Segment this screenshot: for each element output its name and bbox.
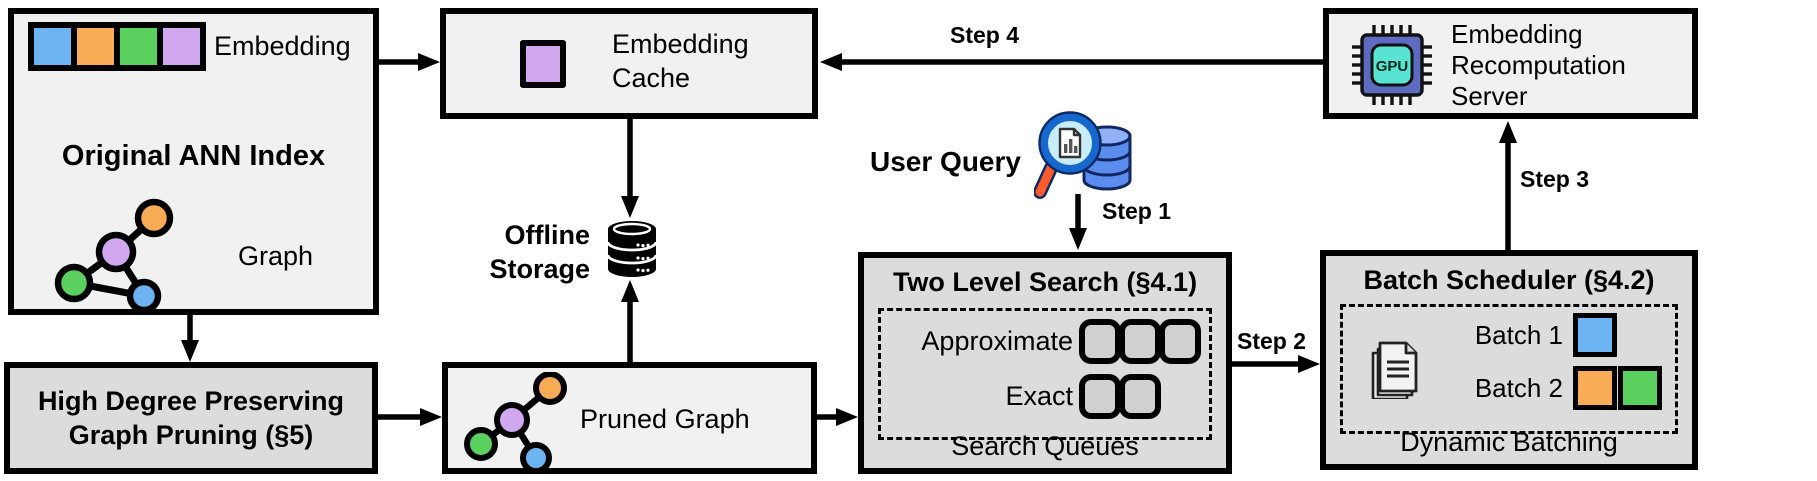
original-index-title: Original ANN Index: [61, 140, 326, 172]
embedding-vector-icon: [28, 22, 206, 71]
gpu-chip-icon: GPU: [1352, 25, 1432, 105]
q-slot: [1119, 319, 1161, 364]
exact-label: Exact: [1005, 381, 1073, 411]
server-line2: Recomputation: [1451, 50, 1626, 80]
server-line1: Embedding: [1451, 19, 1583, 49]
graph-pruning-line1: High Degree Preserving: [37, 386, 345, 416]
graph-label: Graph: [238, 241, 314, 271]
step-2-label: Step 2: [1237, 328, 1307, 354]
q-slot: [1079, 374, 1121, 419]
original-ann-index-box: Embedding Original ANN Index Graph: [8, 8, 379, 315]
embedding-cache-label: Embedding Cache: [612, 27, 749, 95]
graph-icon: [54, 198, 174, 311]
batch-rows: Batch 1 Batch 2: [1475, 313, 1663, 410]
embedding-cache-line2: Cache: [612, 63, 691, 93]
batch-1-query-blue: [1573, 313, 1617, 357]
batch-1-row: Batch 1: [1475, 313, 1663, 357]
batch-scheduler-box: Batch Scheduler (§4.2) Batch 1: [1320, 250, 1698, 470]
batch-2-squares: [1573, 366, 1663, 410]
two-level-search-title: Two Level Search (§4.1): [892, 267, 1198, 297]
approximate-label: Approximate: [921, 326, 1073, 356]
batch-1-label: Batch 1: [1474, 319, 1563, 350]
embedding-label: Embedding: [214, 31, 351, 61]
q-slot: [1119, 374, 1161, 419]
approximate-queue-row: Approximate: [885, 319, 1205, 364]
q-slot: [1079, 319, 1121, 364]
server-line3: Server: [1451, 81, 1528, 111]
cached-embedding-square-icon: [520, 40, 566, 88]
q-slot: [1159, 319, 1201, 364]
embedding-cache-line1: Embedding: [612, 29, 749, 59]
batch-2-row: Batch 2: [1475, 366, 1663, 410]
recomputation-server-label: Embedding Recomputation Server: [1451, 19, 1626, 112]
graph-pruning-line2: Graph Pruning (§5): [68, 420, 314, 450]
offline-storage-line1: Offline: [504, 220, 591, 250]
step-1-label: Step 1: [1102, 198, 1172, 224]
step-3-label: Step 3: [1520, 166, 1590, 192]
embedding-cell-blue: [34, 28, 71, 65]
database-icon: [606, 221, 658, 277]
two-level-search-box: Two Level Search (§4.1) Approximate Exac…: [858, 252, 1232, 474]
gpu-chip-label: GPU: [1376, 58, 1409, 75]
batch-2-query-orange: [1573, 366, 1617, 410]
exact-queue-row: Exact: [885, 374, 1205, 419]
pruned-graph-box: Pruned Graph: [442, 362, 817, 474]
pruned-graph-label: Pruned Graph: [580, 404, 750, 434]
batch-2-query-green: [1618, 366, 1662, 410]
documents-icon: [1371, 341, 1418, 399]
magnifier-database-icon: [1034, 111, 1132, 199]
dynamic-batching-panel: Batch 1 Batch 2: [1340, 304, 1678, 434]
offline-storage-line2: Storage: [489, 254, 590, 284]
search-queues-panel: Approximate Exact: [878, 308, 1212, 440]
recomputation-server-box: GPU Embedding Recomputation Server: [1323, 8, 1698, 119]
embedding-cell-purple: [163, 28, 200, 65]
graph-pruning-box: High Degree Preserving Graph Pruning (§5…: [4, 362, 378, 474]
approximate-queue-slots: [1079, 319, 1201, 364]
batch-scheduler-title: Batch Scheduler (§4.2): [1363, 265, 1655, 295]
user-query-label: User Query: [870, 146, 1021, 177]
embedding-cell-orange: [77, 28, 114, 65]
embedding-cell-green: [120, 28, 157, 65]
pruned-graph-icon: [464, 372, 567, 472]
batch-1-squares: [1573, 313, 1663, 357]
embedding-cache-box: Embedding Cache: [440, 8, 818, 119]
search-queues-caption: Search Queues: [951, 431, 1139, 461]
offline-storage-label: Offline Storage: [420, 218, 590, 286]
batch-2-label: Batch 2: [1474, 372, 1563, 403]
exact-queue-slots: [1079, 374, 1161, 419]
dynamic-batching-caption: Dynamic Batching: [1400, 427, 1618, 457]
step-4-label: Step 4: [950, 22, 1020, 48]
